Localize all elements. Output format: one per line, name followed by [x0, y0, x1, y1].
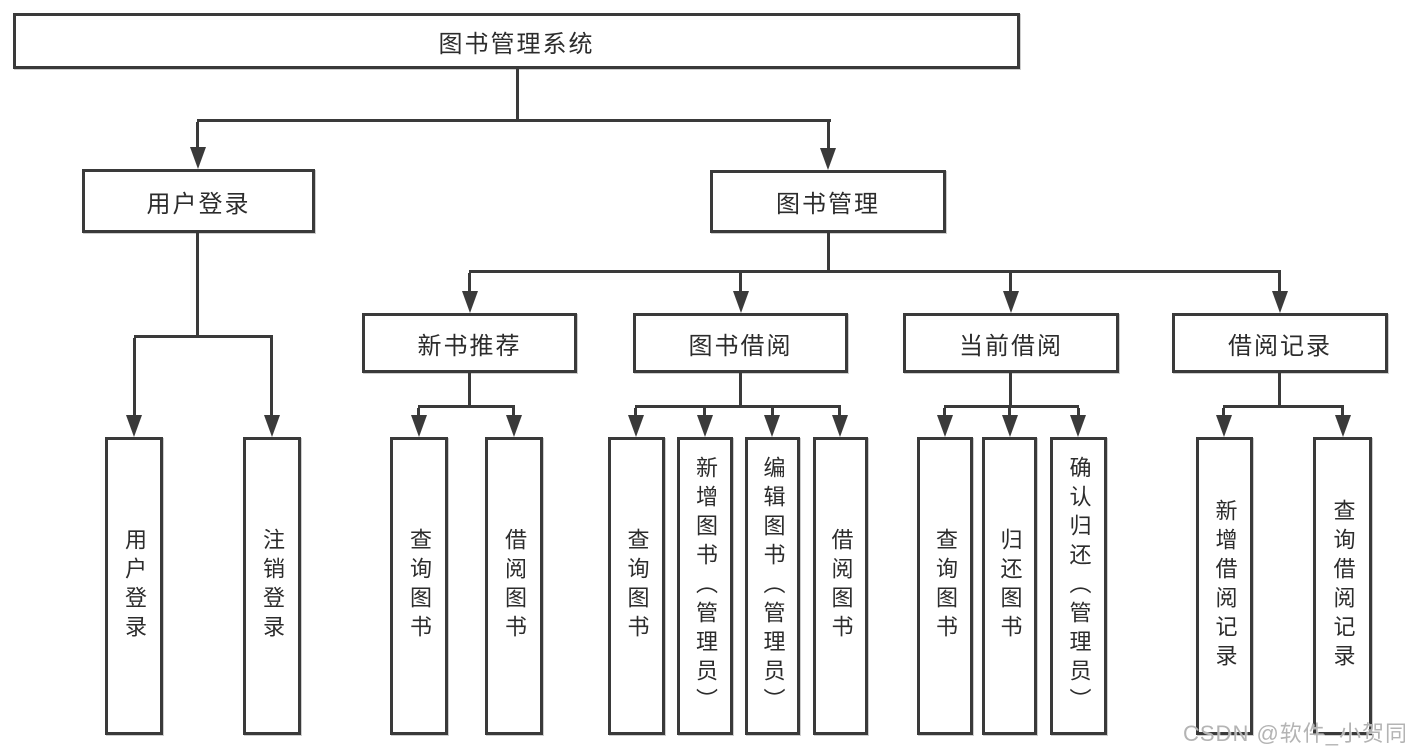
arrow-down-icon	[126, 415, 142, 437]
connector-line	[469, 270, 1281, 273]
arrow-down-icon	[1003, 291, 1019, 313]
node-borrowing-records-label: 借阅记录	[1228, 332, 1332, 360]
leaf-edit-book-admin: 编辑图书（管理员）	[745, 437, 800, 735]
node-library-system: 图书管理系统	[13, 13, 1020, 69]
node-user-login: 用户登录	[82, 169, 315, 233]
arrow-down-icon	[832, 415, 848, 437]
csdn-watermark: CSDN @软件_小贺同学	[1183, 721, 1405, 746]
leaf-borrow-book-recommend-label: 借阅图书	[502, 528, 527, 644]
connector-line	[1077, 408, 1080, 415]
connector-line	[1222, 408, 1225, 415]
leaf-borrow-book-label: 借阅图书	[828, 528, 854, 644]
connector-line	[1278, 373, 1281, 405]
connector-line	[133, 338, 136, 415]
leaf-query-book-recommend-label: 查询图书	[407, 528, 432, 644]
arrow-down-icon	[190, 147, 206, 169]
node-library-system-label: 图书管理系统	[438, 30, 595, 58]
leaf-add-book-admin: 新增图书（管理员）	[677, 437, 733, 735]
leaf-return-book: 归还图书	[982, 437, 1037, 735]
leaf-return-book-label: 归还图书	[997, 528, 1023, 644]
connector-line	[838, 408, 841, 415]
connector-line	[516, 69, 519, 121]
connector-line	[635, 405, 841, 408]
node-borrowing-records: 借阅记录	[1172, 313, 1388, 373]
connector-line	[943, 408, 946, 415]
node-user-login-label: 用户登录	[146, 190, 251, 218]
leaf-query-borrow-record-label: 查询借阅记录	[1330, 499, 1356, 673]
connector-line	[1009, 373, 1012, 405]
node-book-management: 图书管理	[710, 170, 946, 233]
leaf-confirm-return-admin-label: 确认归还（管理员）	[1066, 455, 1092, 717]
leaf-borrow-book-recommend: 借阅图书	[485, 437, 543, 735]
connector-line	[827, 122, 830, 148]
connector-line	[512, 408, 515, 415]
arrow-down-icon	[411, 415, 427, 437]
arrow-down-icon	[1272, 291, 1288, 313]
leaf-user-login: 用户登录	[105, 437, 163, 735]
connector-line	[1278, 273, 1281, 291]
leaf-user-login-label: 用户登录	[122, 528, 147, 644]
arrow-down-icon	[506, 415, 522, 437]
leaf-query-book-borrowing: 查询图书	[608, 437, 665, 735]
arrow-down-icon	[628, 415, 644, 437]
node-book-management-label: 图书管理	[776, 191, 880, 218]
connector-line	[739, 373, 742, 405]
arrow-down-icon	[1070, 415, 1086, 437]
leaf-query-book-current-label: 查询图书	[933, 528, 958, 644]
connector-line	[1341, 408, 1344, 415]
arrow-down-icon	[937, 415, 953, 437]
leaf-borrow-book: 借阅图书	[813, 437, 868, 735]
leaf-query-book-borrowing-label: 查询图书	[624, 528, 650, 644]
leaf-edit-book-admin-label: 编辑图书（管理员）	[760, 455, 786, 717]
connector-line	[197, 119, 831, 122]
leaf-confirm-return-admin: 确认归还（管理员）	[1050, 437, 1107, 735]
arrow-down-icon	[733, 291, 749, 313]
connector-line	[196, 122, 199, 148]
arrow-down-icon	[764, 415, 780, 437]
connector-line	[739, 273, 742, 291]
node-current-borrowing: 当前借阅	[903, 313, 1119, 373]
connector-line	[468, 373, 471, 405]
leaf-query-book-current: 查询图书	[917, 437, 973, 735]
arrow-down-icon	[1335, 415, 1351, 437]
leaf-add-borrow-record: 新增借阅记录	[1196, 437, 1253, 735]
leaf-query-borrow-record: 查询借阅记录	[1313, 437, 1372, 735]
leaf-add-book-admin-label: 新增图书（管理员）	[693, 455, 718, 717]
connector-line	[196, 233, 199, 335]
arrow-down-icon	[820, 148, 836, 170]
arrow-down-icon	[1002, 415, 1018, 437]
leaf-add-borrow-record-label: 新增借阅记录	[1212, 499, 1238, 673]
connector-line	[944, 405, 1079, 408]
arrow-down-icon	[264, 415, 280, 437]
leaf-logout-label: 注销登录	[260, 528, 285, 644]
node-new-book-recommendation-label: 新书推荐	[417, 332, 522, 360]
arrow-down-icon	[462, 291, 478, 313]
connector-line	[417, 408, 420, 415]
connector-line	[134, 335, 273, 338]
arrow-down-icon	[697, 415, 713, 437]
leaf-logout: 注销登录	[243, 437, 301, 735]
connector-line	[827, 233, 830, 270]
connector-line	[703, 408, 706, 415]
connector-line	[1008, 408, 1011, 415]
connector-line	[270, 338, 273, 415]
connector-line	[1009, 273, 1012, 291]
node-book-borrowing-label: 图书借阅	[688, 332, 793, 360]
connector-line	[1223, 405, 1344, 408]
node-book-borrowing: 图书借阅	[633, 313, 848, 373]
node-current-borrowing-label: 当前借阅	[959, 332, 1063, 360]
connector-line	[468, 273, 471, 291]
connector-line	[771, 408, 774, 415]
leaf-query-book-recommend: 查询图书	[390, 437, 448, 735]
arrow-down-icon	[1216, 415, 1232, 437]
connector-line	[418, 405, 515, 408]
node-new-book-recommendation: 新书推荐	[362, 313, 577, 373]
connector-line	[634, 408, 637, 415]
